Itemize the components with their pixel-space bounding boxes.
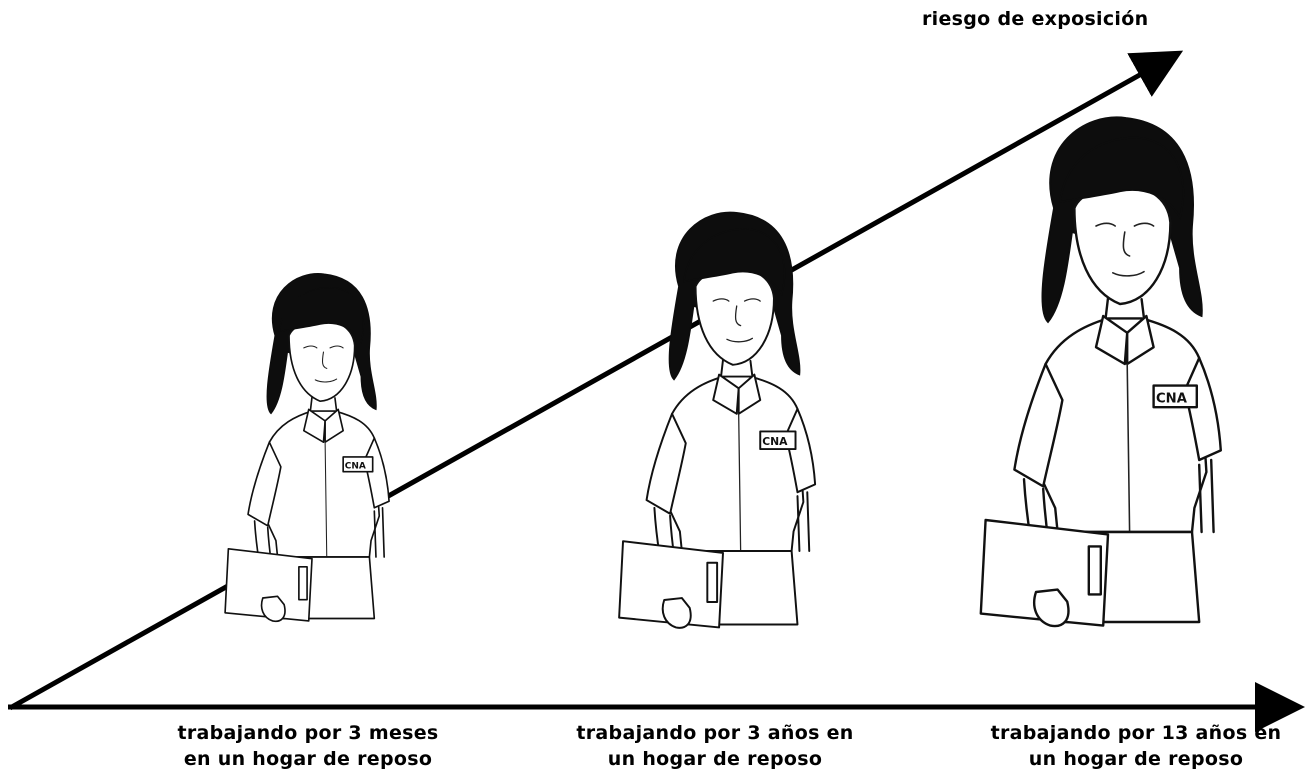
worker-label-2-line1: trabajando por 3 años en [576, 722, 854, 744]
worker-label-1-line1: trabajando por 3 meses [177, 722, 439, 744]
worker-figure-3: CNA [979, 116, 1223, 628]
risk-arrow [8, 50, 1184, 711]
worker-label-2-line2: un hogar de reposo [607, 748, 823, 770]
risk-axis-label: riesgo de exposición [922, 8, 1149, 30]
worker-label-3-line2: un hogar de reposo [1028, 748, 1244, 770]
worker-label-1: trabajando por 3 meses en un hogar de re… [148, 720, 468, 772]
badge-text-3: CNA [1156, 391, 1188, 406]
badge-text-1: CNA [345, 461, 366, 471]
worker-label-3-line1: trabajando por 13 años en [990, 722, 1282, 744]
worker-label-2: trabajando por 3 años en un hogar de rep… [550, 720, 880, 772]
badge-text-2: CNA [762, 435, 788, 448]
worker-figure-1: CNA [224, 272, 390, 623]
worker-label-1-line2: en un hogar de reposo [183, 748, 433, 770]
worker-label-3: trabajando por 13 años en un hogar de re… [965, 720, 1307, 772]
worker-figure-2: CNA [618, 211, 817, 629]
